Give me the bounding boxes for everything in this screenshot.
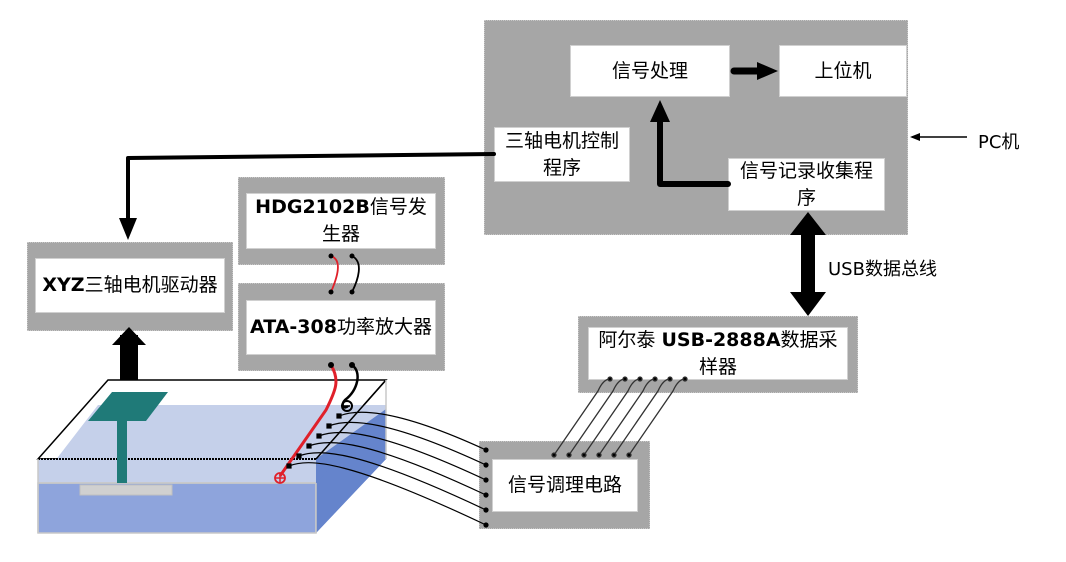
sensor-wire xyxy=(308,441,487,496)
terminal-dot xyxy=(682,376,688,382)
power-amplifier-name: 功率放大器 xyxy=(336,316,432,338)
sensor-wire xyxy=(298,452,487,511)
sensor-node xyxy=(306,443,312,449)
host-label: 上位机 xyxy=(814,59,872,82)
terminal-dot xyxy=(483,447,489,453)
arrow-control-to-driver xyxy=(119,152,496,240)
daq-wires xyxy=(551,376,688,458)
daq-wire xyxy=(628,378,686,456)
daq-wire xyxy=(598,378,656,456)
daq-name: 数据采样器 xyxy=(698,328,838,378)
motor-driver-name: 三轴电机驱动器 xyxy=(84,274,218,296)
terminal-dot xyxy=(483,492,489,498)
sensor-node xyxy=(326,423,332,429)
power-amplifier-box: ATA-308功率放大器 xyxy=(246,300,436,355)
water-tank xyxy=(36,379,388,534)
terminal-dot xyxy=(596,452,602,458)
conditioning-circuit-label: 信号调理电路 xyxy=(507,474,622,496)
probe xyxy=(79,392,173,496)
daq-wire xyxy=(583,378,641,456)
electrode-wires xyxy=(274,362,359,484)
signal-processing-box: 信号处理 xyxy=(570,45,730,97)
signal-recording-program-box: 信号记录收集程序 xyxy=(728,158,885,211)
sensor-node xyxy=(286,463,292,469)
sensor-wire xyxy=(318,431,487,481)
generator-amp-wires xyxy=(328,253,360,295)
terminal-dot xyxy=(652,376,658,382)
signal-generator-name: 信号发生器 xyxy=(321,196,427,245)
daq-brand: 阿尔泰 xyxy=(598,328,662,351)
terminal-dot xyxy=(607,376,613,382)
daq-model: USB-2888A xyxy=(661,328,781,351)
daq-wire xyxy=(553,378,611,456)
terminal-dot xyxy=(667,376,673,382)
terminal-dot xyxy=(483,477,489,483)
sensor-node xyxy=(296,453,302,459)
sensor-wire xyxy=(338,411,487,451)
conditioning-circuit-box: 信号调理电路 xyxy=(492,459,638,512)
signal-generator-box: HDG2102B信号发生器 xyxy=(246,193,436,249)
arrow-processing-to-host xyxy=(730,62,778,80)
terminal-dot xyxy=(611,452,617,458)
terminal-dot xyxy=(637,376,643,382)
motor-control-program-box: 三轴电机控制程序 xyxy=(494,127,630,182)
motor-control-program-label: 三轴电机控制程序 xyxy=(504,129,619,179)
motor-driver-box: XYZ三轴电机驱动器 xyxy=(35,258,225,313)
terminal-dot xyxy=(551,452,557,458)
sensor-wire xyxy=(328,421,487,466)
daq-wire xyxy=(613,378,671,456)
sensor-node xyxy=(316,433,322,439)
sensor-wire xyxy=(288,462,487,526)
usb-bus-arrow xyxy=(790,212,826,316)
sensor-wires xyxy=(286,411,489,528)
terminal-dot xyxy=(581,452,587,458)
arrow-recording-to-processing xyxy=(650,100,731,187)
terminal-dot xyxy=(626,452,632,458)
pc-label: PC机 xyxy=(978,132,1020,153)
terminal-dot xyxy=(483,507,489,513)
motor-driver-model: XYZ xyxy=(42,274,85,296)
signal-generator-model: HDG2102B xyxy=(255,196,370,218)
terminal-dot xyxy=(483,462,489,468)
terminal-dot xyxy=(622,376,628,382)
pc-pointer-arrow xyxy=(910,133,967,141)
signal-processing-label: 信号处理 xyxy=(611,59,688,82)
daq-box: 阿尔泰 USB-2888A数据采样器 xyxy=(588,327,848,380)
terminal-dot xyxy=(483,522,489,528)
usb-bus-label: USB数据总线 xyxy=(828,259,937,280)
power-amplifier-model: ATA-308 xyxy=(250,316,337,338)
terminal-dot xyxy=(566,452,572,458)
sensor-node xyxy=(336,413,342,419)
daq-wire xyxy=(568,378,626,456)
signal-recording-program-label: 信号记录收集程序 xyxy=(739,159,873,209)
host-box: 上位机 xyxy=(779,45,907,97)
